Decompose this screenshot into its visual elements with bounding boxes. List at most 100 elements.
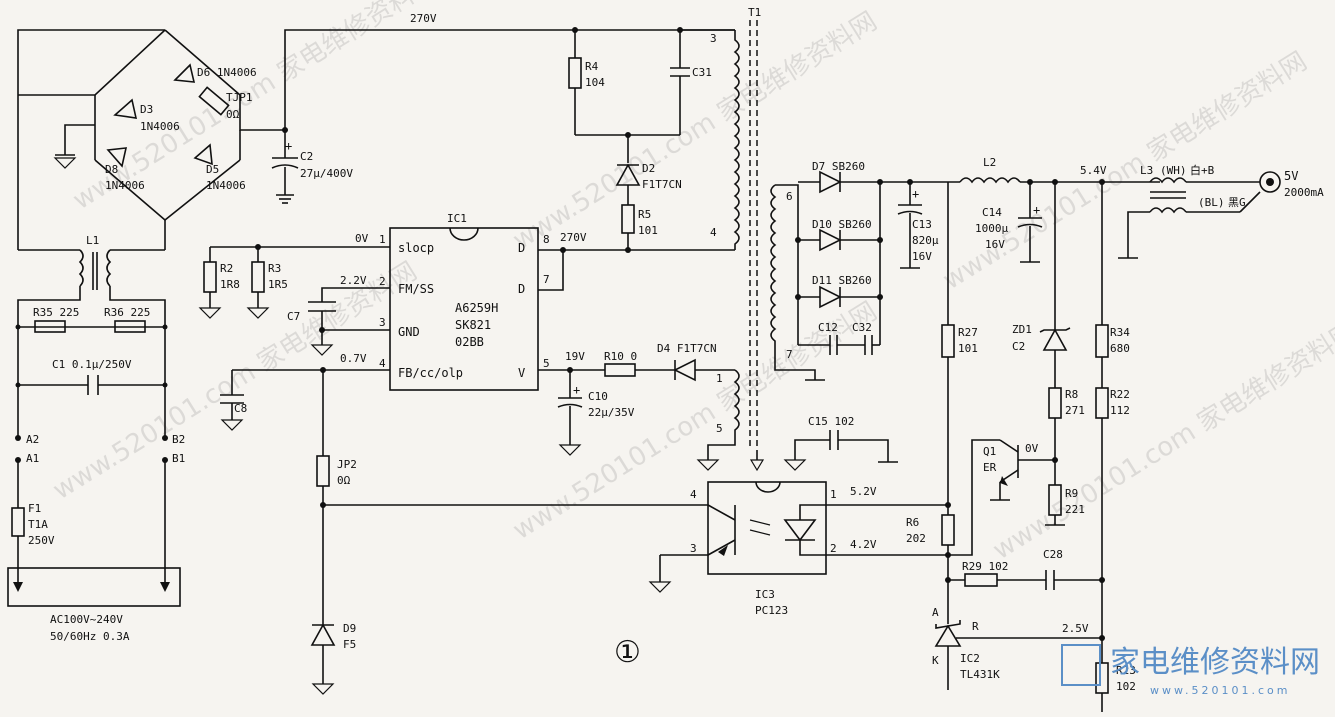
label-c10: C10: [588, 390, 608, 403]
label-d4: D4 F1T7CN: [657, 342, 717, 355]
diode-d9: [310, 623, 336, 646]
label-c1: C1 0.1μ/250V: [52, 358, 132, 371]
diode-d6: [173, 63, 196, 83]
label-l3-bl: (BL): [1198, 196, 1225, 209]
voltage-opto1: 5.2V: [850, 485, 877, 498]
label-b2: B2: [172, 433, 185, 446]
voltage-opto2: 4.2V: [850, 538, 877, 551]
label-ic2: IC2: [960, 652, 980, 665]
label-d11: D11 SB260: [812, 274, 872, 287]
voltage-ref: 2.5V: [1062, 622, 1089, 635]
label-ac-rating: 50/60Hz 0.3A: [50, 630, 130, 643]
diode-d3: [113, 98, 138, 119]
label-c14: C14: [982, 206, 1002, 219]
label-f1-rating: T1A: [28, 518, 48, 531]
label-r6-value: 202: [906, 532, 926, 545]
resistor-r8: [1048, 387, 1062, 419]
label-f1-voltage: 250V: [28, 534, 55, 547]
resistor-r6: [941, 514, 955, 546]
overvoltage-protection: ZD1 C2 R8 271 R9 221 Q1 ER 0V: [948, 182, 1085, 556]
label-ic3-part: PC123: [755, 604, 788, 617]
label-tjp1-value: 0Ω: [226, 108, 240, 121]
ic2-anode: A: [932, 606, 939, 619]
label-q1-type: ER: [983, 461, 997, 474]
label-r10: R10 0: [604, 350, 637, 363]
polarity-plus: +: [1033, 203, 1040, 217]
voltage-pin2: 2.2V: [340, 274, 367, 287]
label-c12: C12: [818, 321, 838, 334]
label-c31: C31: [692, 66, 712, 79]
label-r3: R3: [268, 262, 281, 275]
transformer-t1: T1 3 4 1 5 6 7: [710, 6, 793, 472]
label-r8: R8: [1065, 388, 1078, 401]
label-c15: C15 102: [808, 415, 854, 428]
diode-d10: [819, 228, 842, 252]
label-r4: R4: [585, 60, 599, 73]
label-d3: D3: [140, 103, 153, 116]
ic1-pin2-label: FM/SS: [398, 282, 434, 296]
label-d2: D2: [642, 162, 655, 175]
resistor-r27: [941, 324, 955, 358]
resistor-r4: [568, 57, 582, 89]
watermark-layer: www.520101.com 家电维修资料网 www.520101.com 家电…: [48, 0, 1335, 566]
label-r27-value: 101: [958, 342, 978, 355]
label-d2-value: F1T7CN: [642, 178, 682, 191]
ac-input-connector: [7, 567, 181, 607]
label-r34-value: 680: [1110, 342, 1130, 355]
t1-pin-6: 6: [786, 190, 793, 203]
ic1-pin8-label: D: [518, 241, 525, 255]
current-sense: R2 1R8 R3 1R5 0V: [198, 232, 390, 319]
label-d7: D7 SB260: [812, 160, 865, 173]
label-c8: C8: [234, 402, 247, 415]
ic1-pin4: 4: [379, 357, 386, 370]
ic2-ref: R: [972, 620, 979, 633]
label-c13: C13: [912, 218, 932, 231]
polarity-plus: +: [912, 187, 919, 201]
label-r22-value: 112: [1110, 404, 1130, 417]
label-q1: Q1: [983, 445, 996, 458]
diode-d5: [193, 143, 213, 166]
label-positive-out: 白+B: [1190, 163, 1215, 177]
label-d5: D5: [206, 163, 219, 176]
label-d8-value: 1N4006: [105, 179, 145, 192]
hv-bus: + C2 27μ/400V 270V: [271, 12, 735, 204]
label-c14-cap: 1000μ: [975, 222, 1008, 235]
ic3-pin3: 3: [690, 542, 697, 555]
label-c13-cap: 820μ: [912, 234, 939, 247]
label-r29: R29 102: [962, 560, 1008, 573]
label-d9: D9: [343, 622, 356, 635]
resistor-r23: [1095, 662, 1109, 694]
voltage-pin4: 0.7V: [340, 352, 367, 365]
voltage-hv-bus: 270V: [410, 12, 437, 25]
optocoupler-ic3: 4 3 1 2 5.2V 4.2V IC3 PC123: [648, 481, 948, 617]
resistor-r35: [34, 320, 66, 333]
label-c32: C32: [852, 321, 872, 334]
ic1-pin1-label: slocp: [398, 241, 434, 255]
label-r27: R27: [958, 326, 978, 339]
label-r22: R22: [1110, 388, 1130, 401]
voltage-pin8: 270V: [560, 231, 587, 244]
label-t1: T1: [748, 6, 761, 19]
input-filter: R35 225 R36 225 C1 0.1μ/250V A2 A1 B2 B1…: [7, 306, 185, 643]
soft-start: 2.2V C7: [287, 274, 390, 356]
resistor-r2: [203, 261, 217, 293]
label-r4-value: 104: [585, 76, 605, 89]
label-r5-value: 101: [638, 224, 658, 237]
snubber: R4 104 C31 D2 F1T7CN R5 101: [568, 27, 735, 250]
label-d10: D10 SB260: [812, 218, 872, 231]
resistor-jp2: [316, 455, 330, 487]
label-r23: R23: [1116, 664, 1136, 677]
label-f1: F1: [28, 502, 41, 515]
ic2-cathode: K: [932, 654, 939, 667]
label-r9: R9: [1065, 487, 1078, 500]
ic1-pin3: 3: [379, 316, 386, 329]
label-r34: R34: [1110, 326, 1130, 339]
label-c7: C7: [287, 310, 300, 323]
zener-zd1: [1042, 328, 1068, 351]
label-l2: L2: [983, 156, 996, 169]
ic1-part: A6259H: [455, 301, 498, 315]
label-ic1: IC1: [447, 212, 467, 225]
label-l3-wh: (WH): [1160, 164, 1187, 177]
polarity-plus: +: [285, 139, 292, 153]
